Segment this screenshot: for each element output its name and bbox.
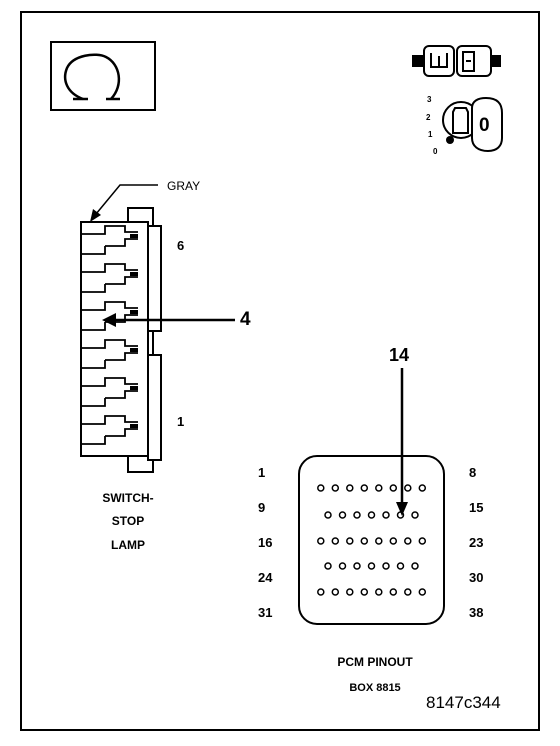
pcm-pin (375, 588, 383, 596)
pcm-row-right-label: 15 (469, 500, 484, 515)
pcm-pin (389, 588, 398, 596)
ignition-position-label: 0 (433, 147, 438, 156)
connector-icon (412, 45, 501, 77)
pcm-pin (389, 537, 398, 545)
connector-name-line1: SWITCH- (102, 491, 154, 505)
pcm-title-line1: PCM PINOUT (337, 655, 413, 669)
connector-cavity (81, 225, 138, 255)
pin-4-arrow (102, 313, 235, 327)
connector-name-line3: LAMP (111, 538, 145, 552)
pcm-pin (317, 537, 325, 545)
pcm-pin (331, 537, 340, 545)
connector-terminal (130, 386, 138, 390)
pcm-connector (298, 455, 445, 625)
ignition-key-label: 0 (479, 115, 490, 136)
ignition-position-label: 3 (427, 95, 432, 104)
pcm-row-right-label: 8 (469, 465, 477, 480)
pcm-pin (367, 562, 376, 570)
outer-border (20, 11, 540, 731)
connector-terminal (130, 234, 138, 238)
pcm-pin (418, 537, 427, 545)
pcm-pin (324, 562, 332, 570)
pcm-pin (317, 588, 325, 596)
switch-connector-body (80, 207, 162, 473)
pcm-pin (411, 562, 419, 570)
pcm-row-right-label: 38 (469, 605, 484, 620)
connector-terminal (130, 348, 138, 352)
connector-cavity (81, 339, 138, 369)
pcm-pin (324, 511, 332, 519)
connector-terminal (130, 272, 138, 276)
pcm-row-left-label: 9 (258, 500, 266, 515)
pcm-pin (396, 562, 405, 570)
connector-cavity (81, 263, 138, 293)
pcm-pin (389, 484, 398, 492)
pcm-pin (375, 537, 383, 545)
ignition-position-label: 1 (428, 130, 433, 139)
pcm-pin (317, 484, 325, 492)
connector-cavity (81, 377, 138, 407)
pcm-pin (331, 588, 340, 596)
ohm-symbol-icon (50, 41, 156, 111)
connector-terminal (130, 310, 138, 314)
callout-4: 4 (240, 309, 251, 330)
pcm-title-line2: BOX 8815 (349, 682, 401, 694)
pcm-pin (411, 511, 419, 519)
ignition-key-icon (442, 96, 503, 153)
pcm-row-left-label: 31 (258, 605, 273, 620)
pcm-row-left-label: 16 (258, 535, 273, 550)
pcm-pin (346, 537, 354, 545)
pin-14-arrow (396, 368, 408, 516)
pcm-pin (404, 484, 412, 492)
pcm-row-left-label: 24 (258, 570, 273, 585)
connector-cavity (81, 415, 138, 445)
pcm-pin (375, 484, 383, 492)
pcm-pin (418, 588, 427, 596)
pcm-pin (404, 588, 412, 596)
pcm-pin (382, 562, 390, 570)
pcm-pin (382, 511, 390, 519)
pcm-pin (367, 511, 376, 519)
gray-wire-leader (90, 184, 158, 222)
pin-label-1: 1 (177, 414, 185, 429)
connector-terminal (130, 424, 138, 428)
figure-id: 8147c344 (426, 693, 501, 712)
pcm-pin (353, 562, 361, 570)
pcm-pin (360, 537, 369, 545)
pcm-pin (338, 511, 347, 519)
pcm-row-right-label: 30 (469, 570, 484, 585)
ignition-position-label: 2 (426, 113, 431, 122)
pcm-pin (353, 511, 361, 519)
connector-name-line2: STOP (111, 514, 145, 528)
pcm-pin (338, 562, 347, 570)
callout-14: 14 (389, 345, 410, 365)
pcm-pin (346, 484, 354, 492)
pcm-pin (404, 537, 412, 545)
pcm-row-right-label: 23 (469, 535, 484, 550)
pin-label-6: 6 (177, 238, 185, 253)
pcm-pin (360, 588, 369, 596)
pcm-pin (360, 484, 369, 492)
wire-color-label: GRAY (167, 179, 201, 193)
pcm-pin (331, 484, 340, 492)
pcm-pin (418, 484, 427, 492)
pcm-row-left-label: 1 (258, 465, 266, 480)
pcm-pin (346, 588, 354, 596)
